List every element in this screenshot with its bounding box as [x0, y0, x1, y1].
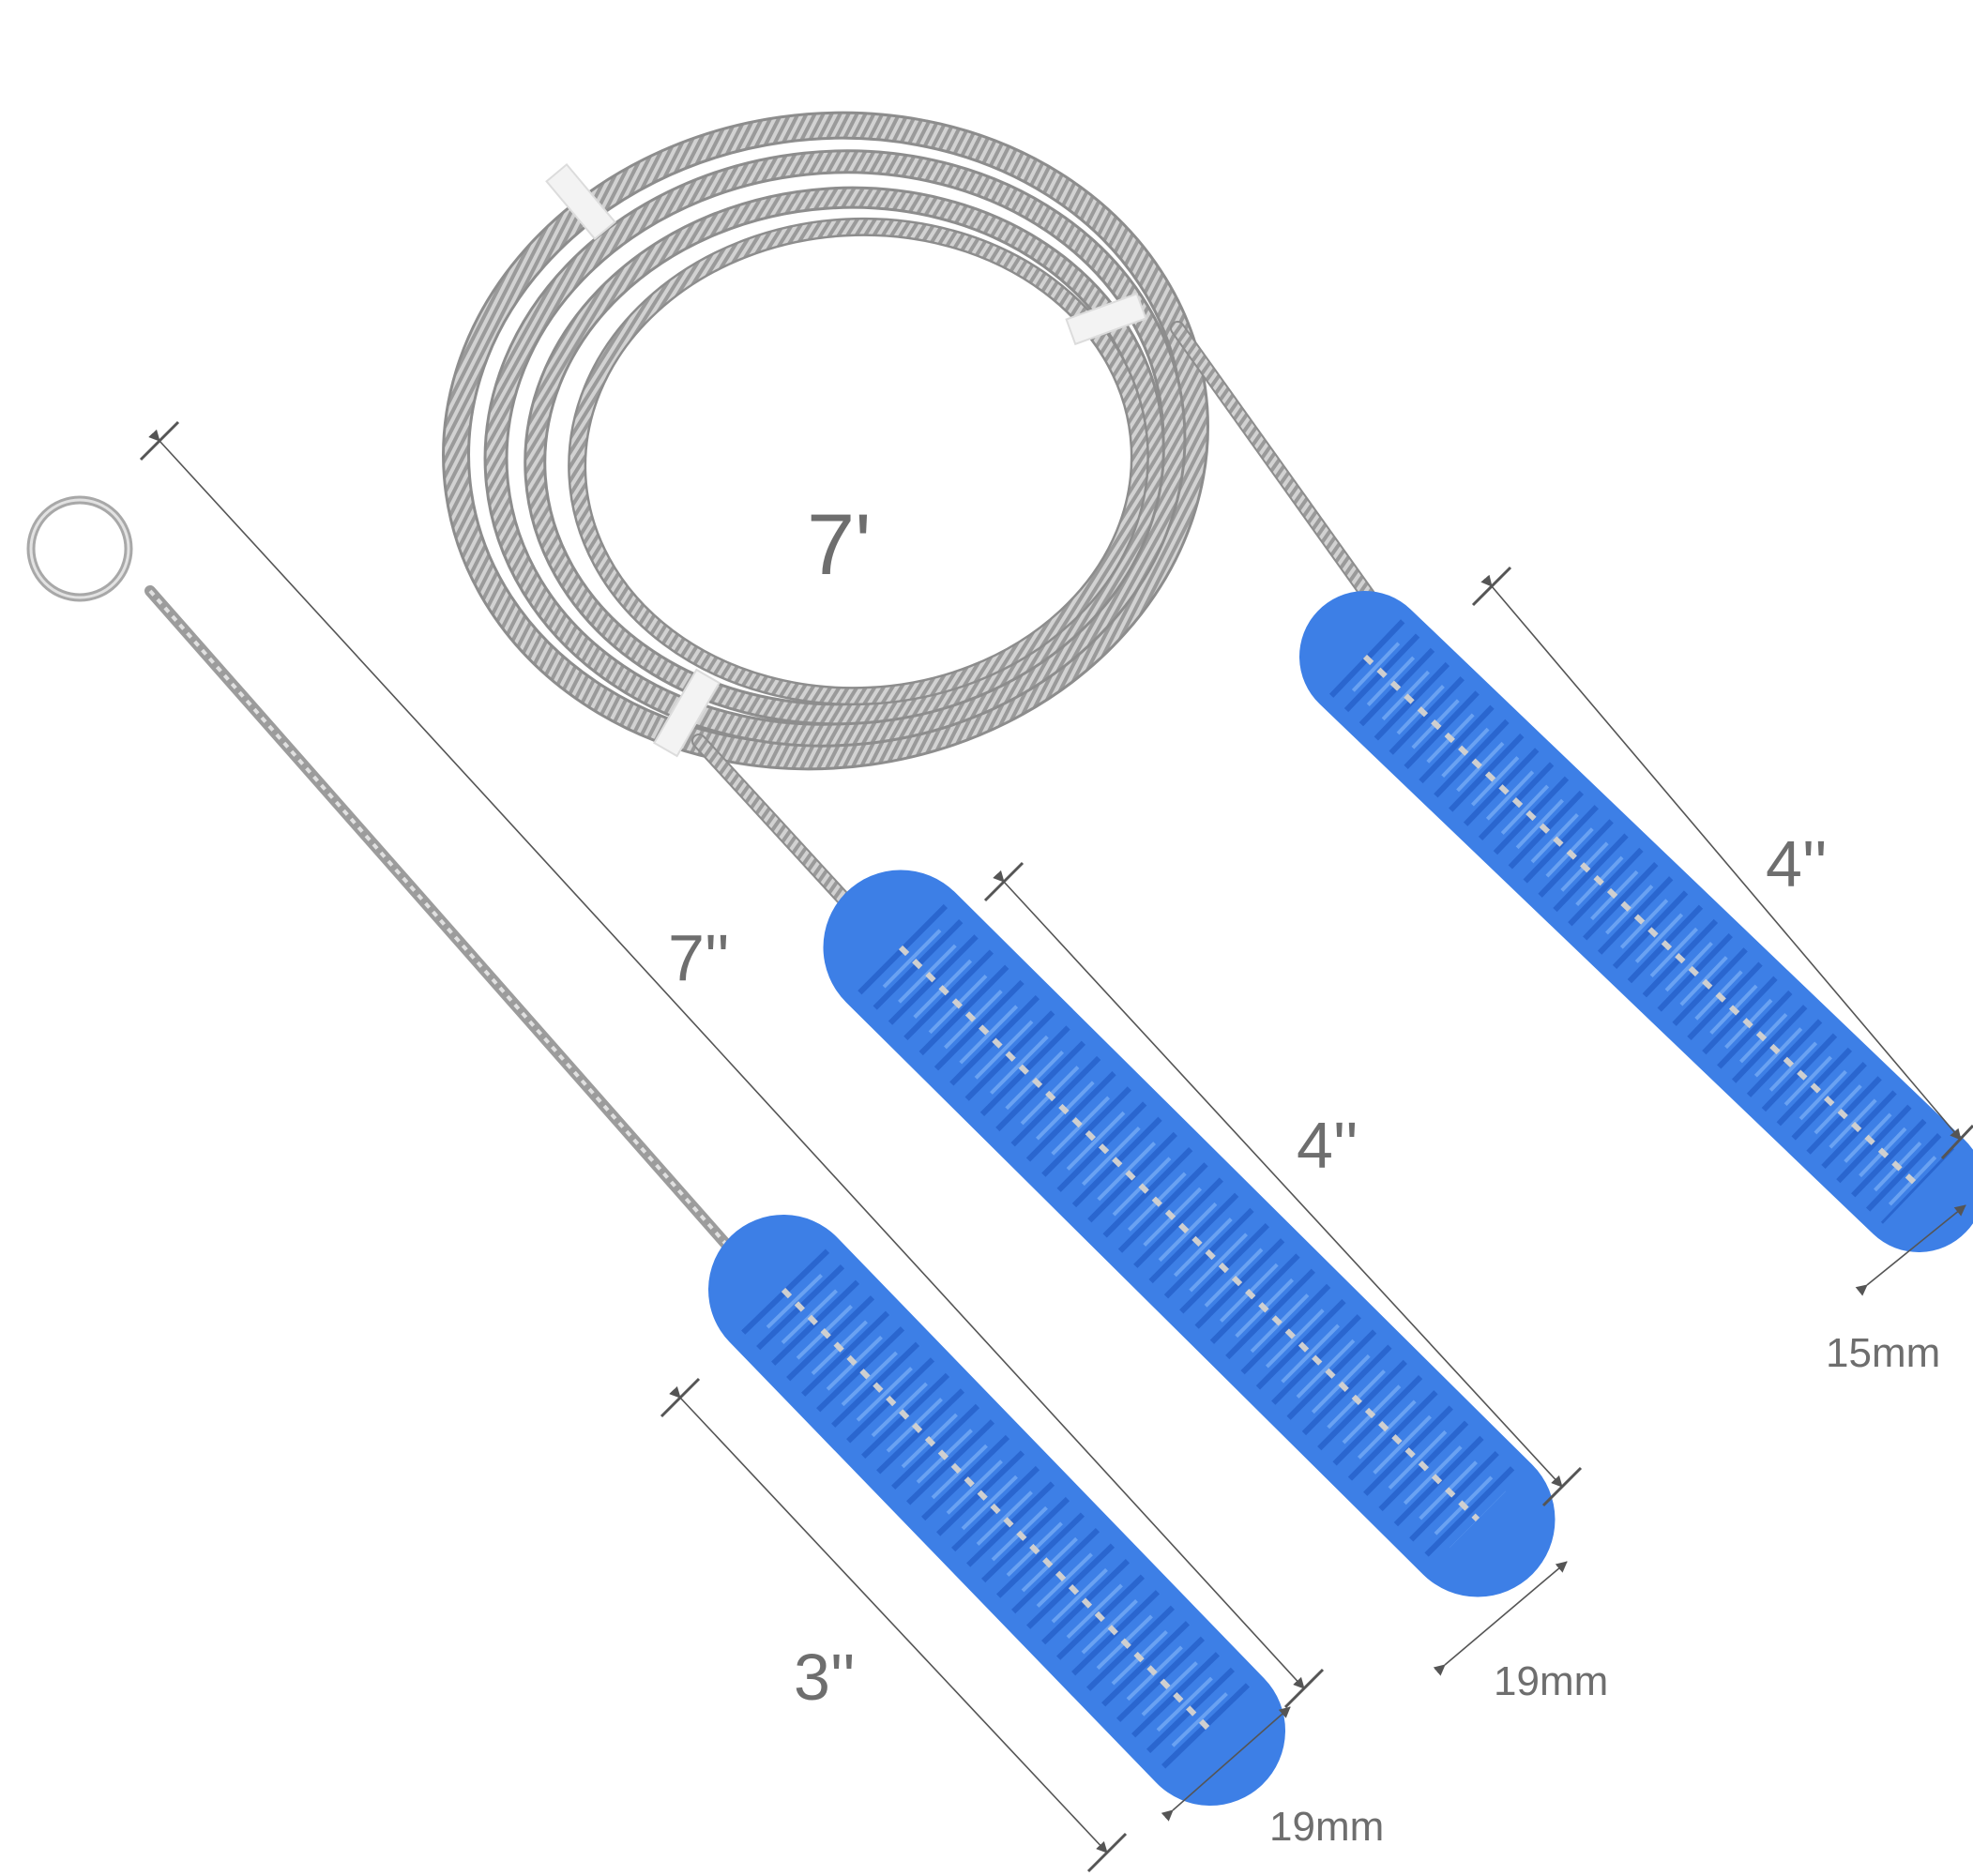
- small-brush-head-label: 3'': [794, 1641, 856, 1714]
- dimension-lines: [139, 420, 1973, 1873]
- small-brush-diameter-label: 19mm: [1269, 1804, 1384, 1850]
- medium-brush-diameter-label: 19mm: [1494, 1658, 1608, 1704]
- right-brush-head: [1299, 591, 1973, 1252]
- right-brush-length-label: 4'': [1766, 827, 1828, 900]
- small-brush-handle: [26, 495, 784, 1309]
- right-brush-diameter-label: 15mm: [1826, 1330, 1940, 1376]
- coiled-cable: [442, 111, 1419, 974]
- medium-brush-length-label: 4'': [1297, 1109, 1358, 1182]
- small-brush-total-label: 7'': [668, 921, 730, 994]
- coil-length-label: 7': [807, 497, 872, 593]
